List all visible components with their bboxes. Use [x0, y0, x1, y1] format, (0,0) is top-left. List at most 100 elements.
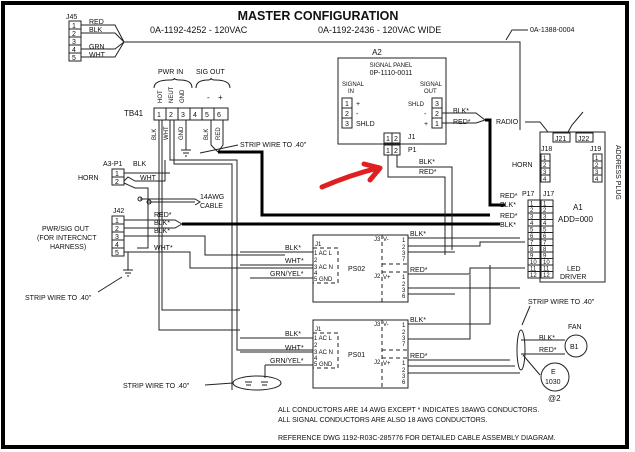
terminal-block-tb41: PWR IN SIG OUT HOT NEUT GND - + TB41 1 2…: [124, 69, 231, 140]
ps02-in-wire-label: BLK*: [285, 245, 301, 252]
j45-wire-label: GRN: [89, 44, 105, 51]
ps02-j1: J1: [315, 242, 322, 248]
j42-pin: 5: [115, 250, 119, 257]
e1030-component: [540, 362, 570, 392]
j19-pin: 1: [595, 156, 599, 162]
a2-out-wires: [442, 112, 486, 124]
ps02-in-pin: 5 GND: [314, 277, 333, 283]
power-supply-ps01: J1 1 AC L 2 3 AC N 4 5 GND PS01 J3 V- J2…: [312, 319, 409, 389]
connector-j42: J42 1 2 3 4 5 PWR/SIG OUT (FOR INTERCNCT…: [37, 208, 313, 277]
p17-pin: 11: [530, 267, 537, 273]
ps01-v-plus: V+: [383, 361, 391, 367]
a1-label: A1: [573, 203, 583, 212]
tb41-pin: 6: [217, 112, 221, 119]
tb41-hot-label: HOT: [158, 90, 164, 103]
j42-wire-label: BLK*: [154, 220, 170, 227]
p17-pin: 6: [530, 234, 534, 240]
j42-wire-label: BLK*: [154, 228, 170, 235]
cable-0a-1388-0004: [124, 41, 521, 130]
ps02-in-pin: 1 AC L: [314, 251, 333, 257]
j17-pin: 4: [543, 221, 547, 227]
note-3: REFERENCE DWG 1192-R03C-285776 FOR DETAI…: [278, 435, 556, 442]
14awg-label: 14AWG: [200, 194, 224, 201]
tb41-wire-label: WHT: [164, 126, 170, 140]
ps02-out-wire-label: RED*: [410, 267, 428, 274]
j22-leader: [567, 111, 584, 133]
tb41-pin: 5: [205, 112, 209, 119]
a2-out-pin: 3: [435, 101, 439, 108]
strip-wire-label-1: STRIP WIRE TO .40": [240, 142, 307, 149]
e1030-qty: @2: [548, 394, 561, 403]
a3-wire-label: WHT: [140, 175, 157, 182]
j42-label: J42: [113, 208, 124, 215]
j17-pin-cell: [540, 271, 554, 279]
j45-pin: 5: [72, 55, 76, 62]
sig-out-label: SIG OUT: [196, 69, 226, 76]
a2-part: 0P-1110-0011: [370, 70, 413, 77]
signal-panel-a2: A2 SIGNAL PANEL 0P-1110-0011 SIGNAL IN S…: [337, 48, 447, 156]
ps02-in-wire-label: GRN/YEL*: [270, 271, 304, 278]
a2-signal-in-label: SIGNAL: [342, 82, 365, 88]
p17-pin: 7: [530, 241, 534, 247]
subtitle-120vac-wide: 0A-1192-2436 - 120VAC WIDE: [318, 25, 441, 35]
ps01-wires: [240, 265, 520, 378]
e1030-line2: 1030: [545, 379, 561, 386]
tb41-pin: 3: [181, 112, 185, 119]
note-2: ALL SIGNAL CONDUCTORS ARE ALSO 18 AWG CO…: [278, 417, 487, 424]
a2-out-label: SHLD: [408, 102, 425, 108]
j19-pin: 3: [595, 170, 599, 176]
tb41-wire-label: BLK: [152, 129, 158, 140]
a2-j1-pin: 2: [394, 136, 398, 143]
j17-pin: 3: [543, 215, 547, 221]
p17-wire-label: BLK*: [500, 222, 516, 229]
a2-label: A2: [372, 48, 382, 57]
ps02-j2-pin: 3: [402, 288, 406, 294]
ps02-j3-pin: 7: [402, 257, 406, 263]
j17-pin: 8: [543, 247, 547, 253]
ps02-j3-pin: 2: [402, 245, 406, 251]
tb41-gnd-label: GND: [180, 89, 186, 103]
ps01-out-wire-label: BLK*: [410, 317, 426, 324]
j19-pin: 4: [595, 177, 599, 183]
j42-desc: PWR/SIG OUT: [42, 226, 90, 233]
tb41-pin: 2: [169, 112, 173, 119]
a1-p17: P17: [522, 191, 535, 198]
ps01-j2-pin: 3: [402, 374, 406, 380]
a2-signal-out-label: SIGNAL: [420, 82, 443, 88]
radio-label: RADIO: [496, 119, 519, 126]
ps01-j2-pin: 6: [402, 380, 406, 386]
a2-out-label: +: [424, 121, 428, 128]
tb41-wires: [158, 120, 313, 390]
cable-label: CABLE: [200, 203, 223, 210]
fan-id: B1: [570, 344, 579, 351]
p17-wire-label: RED*: [500, 193, 518, 200]
strip-wire-leader-1: [199, 144, 239, 154]
ps01-j2: J2: [374, 360, 381, 366]
a1-j18: J18: [541, 146, 552, 153]
j45-pin: 1: [72, 23, 76, 30]
a2-out-pin: 1: [435, 121, 439, 128]
a2-in-label: +: [356, 101, 360, 108]
p1-wire-label: RED*: [419, 169, 437, 176]
j45-pin: 3: [72, 39, 76, 46]
tb41-pin: 4: [193, 112, 197, 119]
ps02-label: PS02: [348, 266, 365, 273]
j17-pin: 2: [543, 208, 547, 214]
a1-j17: J17: [543, 191, 554, 198]
a1-address-plug-label: ADDRESS PLUG: [614, 145, 621, 200]
a2-out-wire-label: BLK*: [453, 108, 469, 115]
ps01-j3-pin: 1: [402, 323, 406, 329]
a2-signal-in-label-2: IN: [348, 89, 354, 95]
p17-wire-label: BLK*: [500, 202, 516, 209]
cable-ref-label: 0A-1388-0004: [530, 27, 574, 34]
pwr-in-label: PWR IN: [158, 69, 183, 76]
j17-pin: 10: [543, 260, 550, 266]
a1-led-label: LED: [567, 266, 581, 273]
ps01-in-pin: 2: [314, 343, 318, 349]
strip-wire-leader-3: [204, 382, 234, 386]
ps02-v-plus: V+: [383, 275, 391, 281]
j45-pin: 4: [72, 47, 76, 54]
j19-pin: 2: [595, 163, 599, 169]
a2-signal-out-label-2: OUT: [424, 89, 437, 95]
